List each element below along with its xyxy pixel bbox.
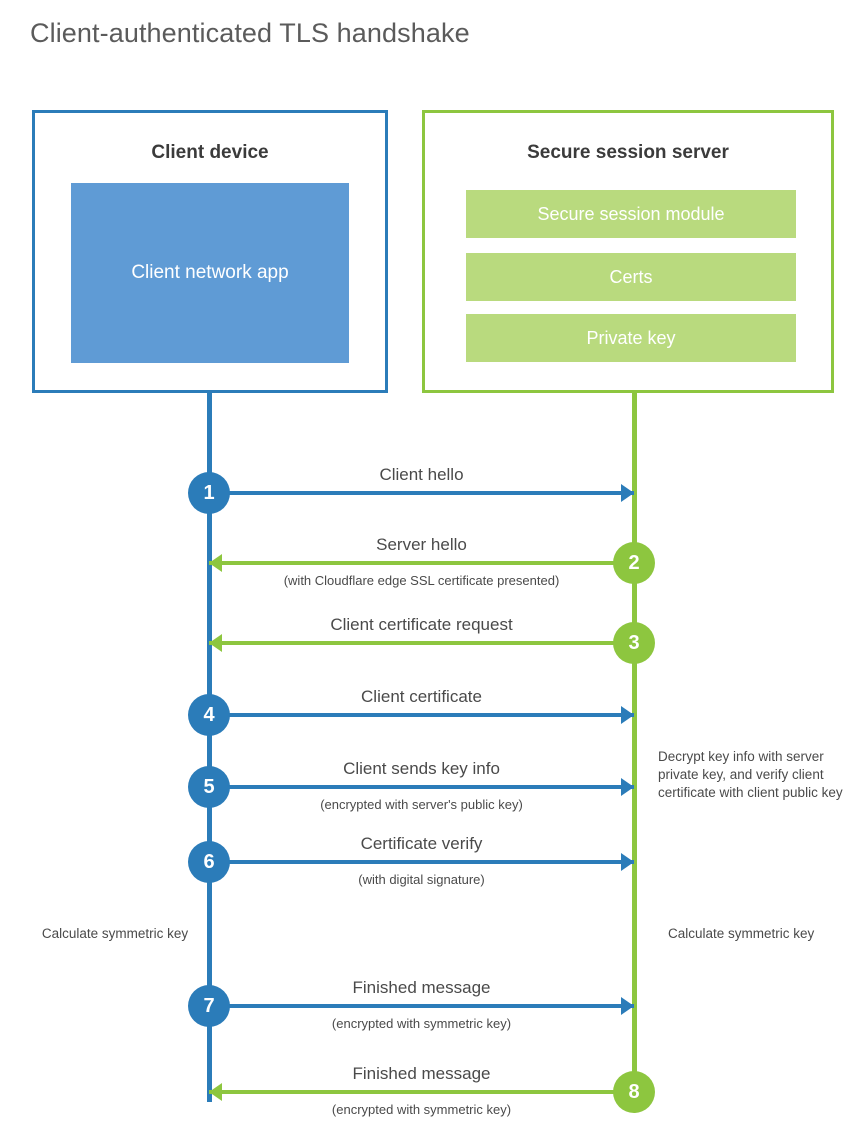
secure-session-server-box: Secure session server Secure session mod… xyxy=(422,110,834,393)
message-sublabel-6: (with digital signature) xyxy=(358,872,485,887)
client-lifeline xyxy=(207,390,212,1102)
message-arrow-line-7 xyxy=(209,1004,634,1008)
server-calculate-symmetric-key-note: Calculate symmetric key xyxy=(668,926,815,941)
step-circle-6[interactable]: 6 xyxy=(188,841,230,883)
server-lifeline xyxy=(632,390,637,1092)
message-sublabel-2: (with Cloudflare edge SSL certificate pr… xyxy=(283,573,560,588)
message-sublabel-7: (encrypted with symmetric key) xyxy=(331,1016,512,1031)
message-arrow-line-5 xyxy=(209,785,634,789)
step-circle-5[interactable]: 5 xyxy=(188,766,230,808)
message-label-6: Certificate verify xyxy=(360,834,483,853)
client-network-app-block: Client network app xyxy=(71,183,349,363)
message-label-2: Server hello xyxy=(376,535,467,554)
message-arrow-head-4 xyxy=(621,706,634,724)
message-sublabel-8: (encrypted with symmetric key) xyxy=(331,1102,512,1117)
message-sublabel-5: (encrypted with server's public key) xyxy=(320,797,523,812)
message-arrow-line-2 xyxy=(209,561,634,565)
client-device-box: Client device Client network app xyxy=(32,110,388,393)
client-calculate-symmetric-key-note: Calculate symmetric key xyxy=(41,926,189,941)
message-label-4: Client certificate xyxy=(361,687,482,706)
message-label-1: Client hello xyxy=(379,465,464,484)
message-arrow-line-4 xyxy=(209,713,634,717)
message-label-3: Client certificate request xyxy=(330,615,513,634)
client-device-title: Client device xyxy=(151,142,269,163)
message-arrow-line-8 xyxy=(209,1090,634,1094)
server-block-private-key: Private key xyxy=(466,314,796,362)
secure-session-server-title: Secure session server xyxy=(527,142,729,163)
step-circle-4[interactable]: 4 xyxy=(188,694,230,736)
step-circle-2[interactable]: 2 xyxy=(613,542,655,584)
step-circle-3[interactable]: 3 xyxy=(613,622,655,664)
server-block-secure-session-module: Secure session module xyxy=(466,190,796,238)
message-arrow-head-5 xyxy=(621,778,634,796)
message-label-7: Finished message xyxy=(352,978,491,997)
message-label-8: Finished message xyxy=(352,1064,491,1083)
message-arrow-head-8 xyxy=(209,1083,222,1101)
message-arrow-head-6 xyxy=(621,853,634,871)
message-arrow-head-1 xyxy=(621,484,634,502)
message-arrow-line-6 xyxy=(209,860,634,864)
page-title: Client-authenticated TLS handshake xyxy=(30,18,470,48)
server-decrypt-note: Decrypt key info with server private key… xyxy=(658,749,843,801)
server-block-certs: Certs xyxy=(466,253,796,301)
message-arrow-line-1 xyxy=(209,491,634,495)
step-circle-1[interactable]: 1 xyxy=(188,472,230,514)
step-circle-8[interactable]: 8 xyxy=(613,1071,655,1113)
message-label-5: Client sends key info xyxy=(343,759,500,778)
step-circle-7[interactable]: 7 xyxy=(188,985,230,1027)
message-arrow-head-7 xyxy=(621,997,634,1015)
message-arrow-head-2 xyxy=(209,554,222,572)
message-arrow-head-3 xyxy=(209,634,222,652)
message-arrow-line-3 xyxy=(209,641,634,645)
